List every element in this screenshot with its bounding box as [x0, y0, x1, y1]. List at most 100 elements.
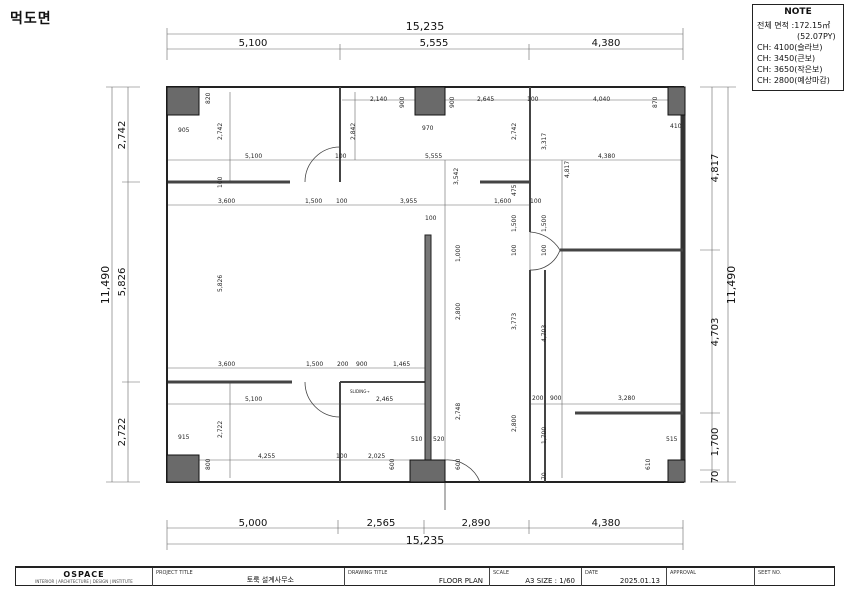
inner-label: 5,100 — [245, 153, 262, 160]
sheet-label: SEET NO. — [758, 570, 782, 576]
inner-label: 475 — [511, 184, 518, 196]
inner-label: 1,500 — [306, 361, 323, 368]
approval-cell: APPROVAL — [666, 568, 754, 586]
inner-label: 4,817 — [564, 161, 571, 178]
dim-top-seg: 5,100 — [239, 38, 268, 49]
sheet-cell: SEET NO. — [754, 568, 834, 586]
inner-label: 900 — [449, 96, 456, 108]
inner-label: 3,542 — [453, 168, 460, 185]
note-area-label: 전체 면적 : — [757, 21, 795, 30]
dim-bottom-seg: 5,000 — [239, 518, 268, 529]
inner-label: 3,773 — [511, 313, 518, 330]
inner-label: 3,600 — [218, 198, 235, 205]
walls — [166, 86, 686, 483]
column-top-left — [166, 86, 200, 116]
note-area-value: 172.15㎡ — [794, 21, 831, 30]
dim-bottom-total: 15,235 — [406, 534, 445, 547]
inner-label: 870 — [652, 96, 659, 108]
note-ch-line: CH: 3450(큰보) — [757, 54, 816, 63]
brand-name: OSPACE — [63, 570, 105, 579]
inner-label: 1,700 — [541, 427, 548, 444]
inner-label: 900 — [550, 395, 562, 402]
inner-label: 3,955 — [400, 198, 417, 205]
inner-label: 200 — [337, 361, 349, 368]
inner-label: 905 — [178, 127, 190, 134]
inner-label: 100 — [511, 244, 518, 256]
dim-left-seg: 2,722 — [117, 418, 128, 447]
inner-label: 600 — [389, 458, 396, 470]
columns — [166, 86, 686, 483]
scale-value: A3 SIZE : 1/60 — [525, 577, 575, 585]
inner-label: 100 — [217, 176, 224, 188]
dim-bottom-seg: 2,565 — [367, 518, 396, 529]
inner-label: 3,317 — [541, 133, 548, 150]
inner-label: 900 — [399, 96, 406, 108]
inner-label: 2,465 — [376, 396, 393, 403]
inner-label: SLIDING→ — [350, 389, 370, 394]
inner-label: 410 — [670, 123, 682, 130]
inner-label: 2,748 — [455, 403, 462, 420]
brand-subtitle: INTERIOR | ARCHITECTURE | DESIGN | INSTI… — [35, 579, 133, 584]
project-label: PROJECT TITLE — [156, 570, 193, 576]
inner-label: 1,600 — [494, 198, 511, 205]
inner-label: 1,500 — [305, 198, 322, 205]
inner-label: 3,280 — [618, 395, 635, 402]
inner-label: 1,465 — [393, 361, 410, 368]
dim-left-seg: 5,826 — [117, 268, 128, 297]
inner-label: 510 — [411, 436, 423, 443]
date-label: DATE — [585, 570, 599, 576]
approval-label: APPROVAL — [670, 570, 697, 576]
note-title: NOTE — [784, 7, 812, 17]
column-bottom-mid — [409, 459, 446, 483]
inner-label: 4,380 — [598, 153, 615, 160]
inner-label: 1,500 — [541, 215, 548, 232]
project-value: 토룩 설계사무소 — [246, 576, 294, 584]
inner-label: 100 — [541, 244, 548, 256]
column-bottom-right — [667, 459, 686, 483]
column-top-right — [667, 86, 686, 116]
dim-bottom-seg: 2,890 — [462, 518, 491, 529]
inner-label: 100 — [530, 198, 542, 205]
page-title: 먹도면 — [10, 11, 52, 27]
dim-right-seg: 4,703 — [710, 318, 721, 347]
date-cell: DATE 2025.01.13 — [581, 568, 666, 586]
inner-label: 200 — [532, 395, 544, 402]
brand-cell: OSPACE INTERIOR | ARCHITECTURE | DESIGN … — [16, 568, 152, 586]
doors — [304, 146, 561, 510]
dim-left-total: 11,490 — [99, 266, 112, 305]
drawing-value: FLOOR PLAN — [438, 577, 483, 585]
inner-label: 2,645 — [477, 96, 494, 103]
dim-right-seg: 4,817 — [710, 154, 721, 183]
inner-label: 900 — [356, 361, 368, 368]
inner-label: 3,600 — [218, 361, 235, 368]
inner-label: 100 — [527, 96, 539, 103]
inner-label: 2,800 — [455, 303, 462, 320]
dim-bottom-seg: 4,380 — [592, 518, 621, 529]
dim-top-seg: 5,555 — [420, 38, 449, 49]
column-bottom-left — [166, 454, 200, 483]
inner-label: 2,742 — [511, 123, 518, 140]
inner-label: 2,742 — [217, 123, 224, 140]
inner-label: 2,722 — [217, 421, 224, 438]
inner-label: 2,800 — [511, 415, 518, 432]
inner-label: 100 — [336, 198, 348, 205]
inner-label: 1,500 — [511, 215, 518, 232]
inner-label: 600 — [455, 458, 462, 470]
inner-label: 4,703 — [541, 325, 548, 342]
inner-label: 5,555 — [425, 153, 442, 160]
drawing-cell: DRAWING TITLE FLOOR PLAN — [344, 568, 489, 586]
inner-label: 800 — [205, 458, 212, 470]
column-top-mid — [414, 86, 446, 116]
dimension-labels: 15,235 5,100 5,555 4,380 5,000 2,565 2,8… — [99, 20, 738, 547]
dim-right-seg: 1,700 — [710, 428, 721, 457]
inner-label: 100 — [336, 453, 348, 460]
dim-top-total: 15,235 — [406, 20, 445, 33]
note-area-py: (52.07PY) — [797, 32, 836, 41]
note-area-row: 전체 면적 :172.15㎡ — [757, 20, 839, 31]
inner-label: 100 — [425, 215, 437, 222]
inner-label: 2,140 — [370, 96, 387, 103]
inner-label: 100 — [335, 153, 347, 160]
drawing-label: DRAWING TITLE — [348, 570, 388, 576]
note-ch-line: CH: 3650(작은보) — [757, 65, 823, 74]
